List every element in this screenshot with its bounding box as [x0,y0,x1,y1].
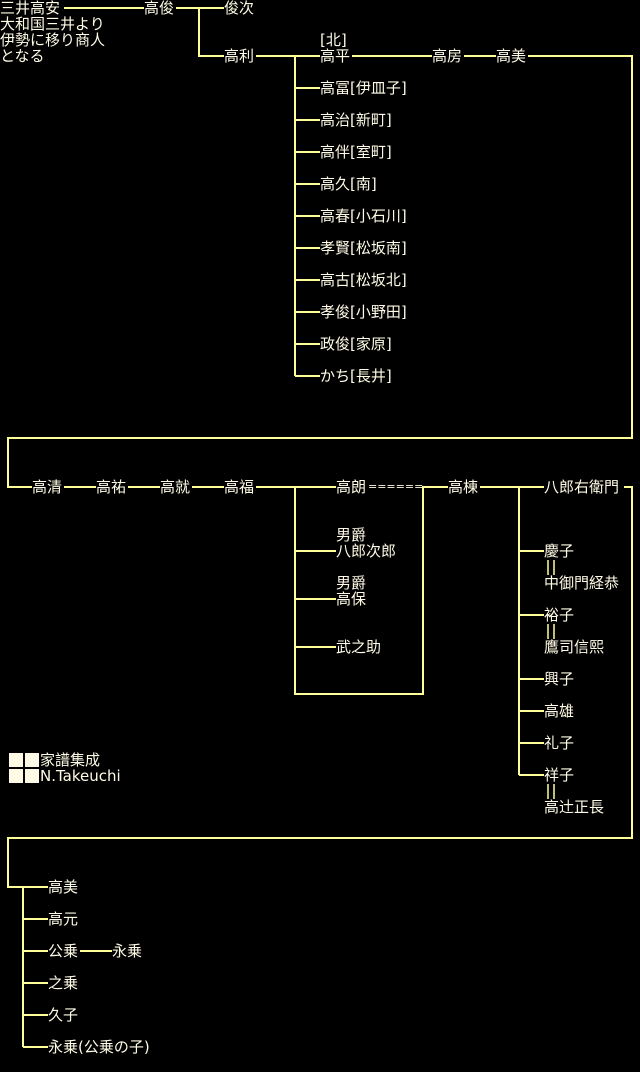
person-node: 高保 [336,590,367,608]
person-node: 興子 [544,670,575,688]
person-node: 高雄 [544,702,575,720]
person-node: 永乗(公乗の子) [48,1038,150,1056]
person-node: 高治[新町] [320,111,392,129]
person-node: 八郎右衛門 [544,478,620,496]
person-node: 高古[松坂北] [320,271,407,289]
title-label: 男爵 [336,526,367,544]
person-node: 孝賢[松坂南] [320,239,407,257]
founder-note: 大和国三井より [0,15,105,33]
legend-square-icon [25,769,39,783]
person-node: 高朗 [336,478,367,496]
person-node: 慶子 [544,542,575,560]
person-node: 礼子 [544,734,575,752]
spouse-node: 中御門経恭 [544,574,620,592]
person-node: 高春[小石川] [320,207,407,225]
person-node: 高就 [160,478,191,496]
person-node: 政俊[家原] [320,335,392,353]
person-node: 高棟 [448,478,479,496]
person-node: 高平 [320,47,351,65]
person-node: 祥子 [544,766,575,784]
credit-source: 家譜集成 [40,751,101,769]
person-node: 高房 [432,47,463,65]
person-node: 高俊 [144,0,175,17]
person-node: 八郎次郎 [336,542,397,560]
person-node: 高美 [48,878,79,896]
person-node: 高伴[室町] [320,143,392,161]
person-node: 高利 [224,47,255,65]
person-node: 高清 [32,478,63,496]
person-node: 裕子 [544,606,575,624]
person-node: 高祐 [96,478,127,496]
spouse-node: 高辻正長 [544,798,605,816]
person-node: 武之助 [336,638,382,656]
person-node: 之乗 [48,974,79,992]
founder-note: 伊勢に移り商人 [0,31,106,49]
person-node: かち[長井] [320,367,392,385]
person-node: 永乗 [112,942,143,960]
title-label: 男爵 [336,574,367,592]
person-node: 高久[南] [320,175,377,193]
legend-square-icon [25,753,39,767]
person-node: 高福 [224,478,255,496]
person-node: 高元 [48,910,79,928]
credit-author: N.Takeuchi [40,767,121,785]
legend-square-icon [9,753,23,767]
person-node: 俊次 [224,0,255,17]
person-node: 高冨[伊皿子] [320,79,407,97]
legend-square-icon [9,769,23,783]
person-node: 久子 [48,1006,79,1024]
founder-note: となる [0,47,45,65]
founder-name: 三井高安 [0,0,61,17]
adoption-marker: ====== [368,480,424,493]
person-node: 孝俊[小野田] [320,303,407,321]
person-node: 公乗 [48,942,79,960]
person-node: 高美 [496,47,527,65]
spouse-node: 鷹司信熙 [544,638,605,656]
house-label: [北] [320,31,347,49]
